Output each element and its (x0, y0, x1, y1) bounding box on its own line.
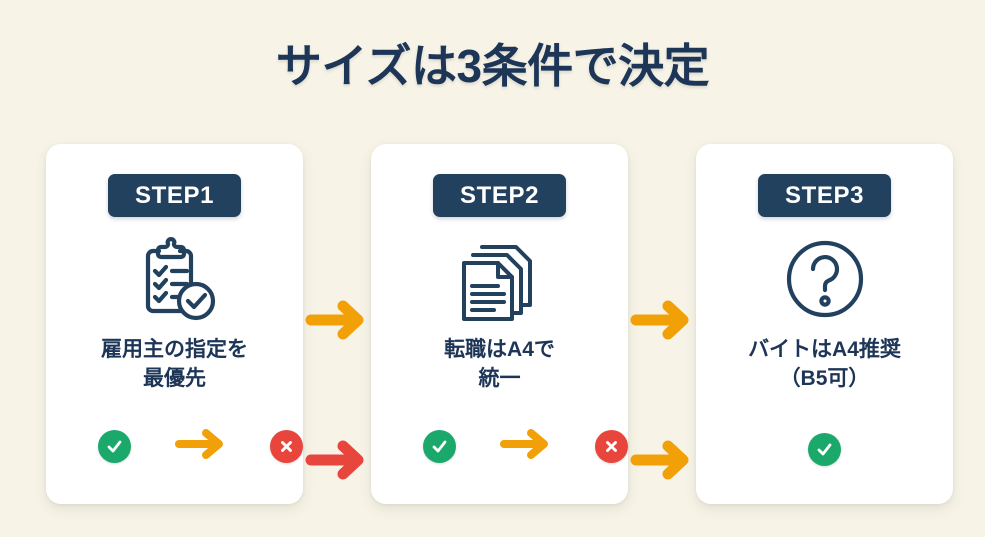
cross-circle-red-icon (270, 430, 303, 463)
connector-arrow-low-1 (303, 437, 371, 488)
arrow-right-orange-icon (173, 427, 229, 466)
step-badge-3: STEP3 (758, 174, 891, 217)
connector-arrow-low-2 (628, 437, 696, 488)
arrow-right-orange-icon (498, 427, 554, 466)
step-badge-2: STEP2 (433, 174, 566, 217)
status-row-1 (72, 427, 329, 466)
clipboard-checklist-icon (129, 230, 221, 328)
connector-arrow-mid-1 (303, 297, 371, 348)
step-card-3[interactable]: STEP3 バイトはA4推奨 （B5可） (696, 144, 953, 504)
page-title: サイズは3条件で決定 (275, 40, 710, 92)
check-circle-green-icon (423, 430, 456, 463)
step-caption-2: 転職はA4で 統一 (444, 338, 555, 390)
step-caption-3: バイトはA4推奨 （B5可） (748, 338, 901, 390)
step-card-1[interactable]: STEP1 雇用主の指定を 最優先 (46, 144, 303, 504)
check-circle-green-icon (98, 430, 131, 463)
step-badge-1: STEP1 (108, 174, 241, 217)
status-row-2 (397, 427, 654, 466)
status-row-3 (696, 433, 953, 466)
step-card-2[interactable]: STEP2 転職はA4で 統一 (371, 144, 628, 504)
check-circle-green-icon (808, 433, 841, 466)
step-caption-1: 雇用主の指定を 最優先 (101, 338, 248, 390)
steps-container: STEP1 雇用主の指定を 最優先 (0, 144, 985, 504)
stacked-documents-icon (456, 230, 544, 328)
connector-arrow-mid-2 (628, 297, 696, 348)
question-mark-circle-icon (781, 230, 869, 328)
cross-circle-red-icon (595, 430, 628, 463)
